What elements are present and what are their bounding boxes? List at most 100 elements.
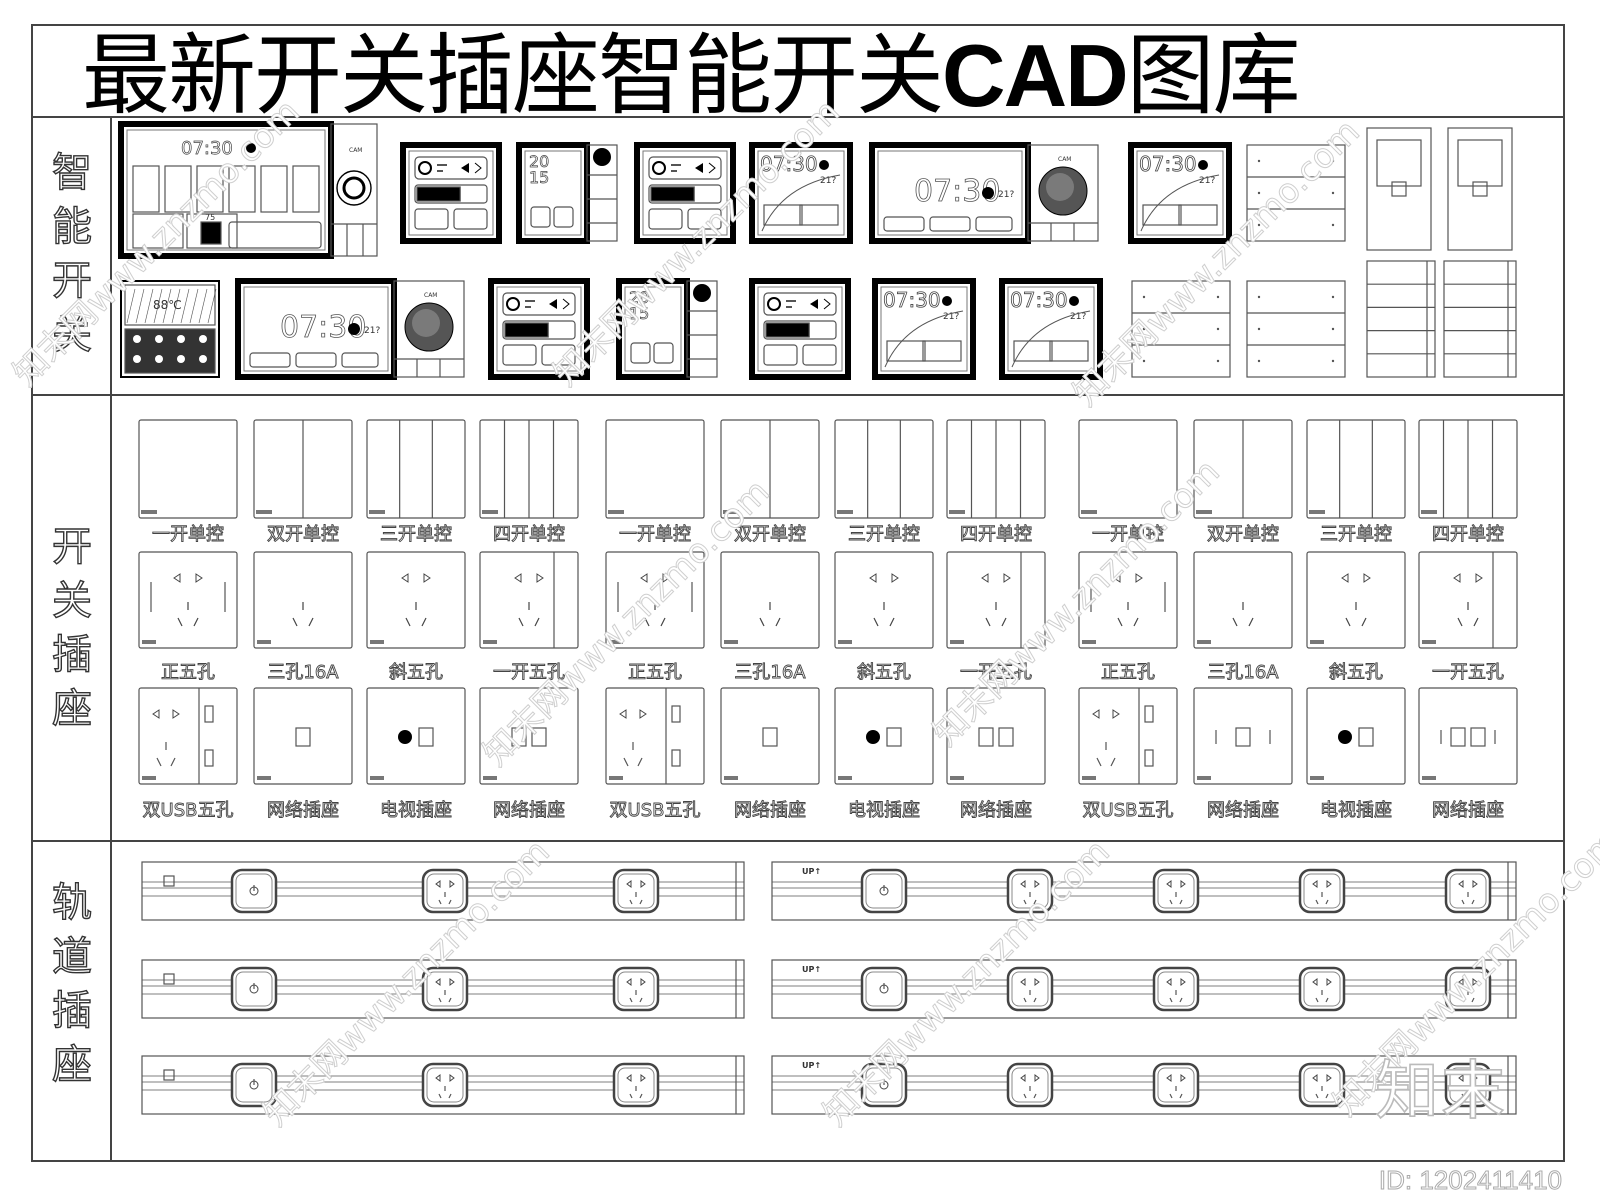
network-socket: [1306, 687, 1406, 785]
usb-port: [671, 749, 681, 767]
two-pin-left: [981, 573, 989, 583]
slider: [228, 221, 322, 249]
button: [249, 352, 291, 368]
two-pin-left: [401, 573, 409, 583]
usb-port: [671, 705, 681, 723]
key-strip: [1246, 280, 1346, 378]
mode-block: [132, 213, 184, 249]
button: [922, 340, 962, 362]
socket-label: 双USB五孔: [609, 800, 701, 822]
temp-text: 21?: [943, 312, 959, 322]
socket-label: 正五孔: [628, 662, 683, 684]
date-bottom: 15: [629, 304, 649, 323]
sun-icon: [348, 323, 360, 335]
control-row: [763, 292, 837, 316]
brand-logo: 知末: [1374, 1054, 1507, 1130]
side-keys: [686, 280, 718, 378]
knob-icon: [336, 170, 372, 206]
two-pin-right: [195, 573, 203, 583]
slider-fill: [650, 186, 695, 202]
knob-housing: [1027, 144, 1099, 242]
socket-panel: [946, 551, 1046, 649]
sun-icon: [246, 143, 256, 153]
socket-panel: [834, 551, 934, 649]
thermo-text: 88℃: [153, 298, 182, 312]
socket-module: [612, 868, 660, 914]
sun-icon: [1069, 296, 1079, 306]
socket-panel: [720, 551, 820, 649]
slider: [975, 216, 1013, 232]
button: [502, 344, 537, 366]
socket-label: 网络插座: [267, 800, 340, 822]
socket-module: [1006, 966, 1054, 1012]
slider-fill: [504, 322, 549, 338]
switch-panel: [834, 419, 934, 519]
up-label: UP↑: [802, 867, 821, 876]
usb-socket: [138, 687, 238, 785]
button: [630, 342, 651, 364]
socket-label: 三孔16A: [267, 662, 339, 684]
power-icon: [767, 297, 781, 311]
switch-panel: [366, 419, 466, 519]
socket-panel: [479, 551, 579, 649]
display: [1376, 139, 1422, 187]
clock-text: 07:30: [914, 174, 1000, 209]
button: [1142, 204, 1182, 226]
socket-label: 电视插座: [1320, 800, 1393, 822]
sensor: [1391, 181, 1407, 197]
switch-panel: [138, 419, 238, 519]
switch-label: 三开单控: [848, 524, 921, 546]
right-arrow-icon: [823, 298, 831, 310]
sun-icon: [942, 296, 952, 306]
switch-label: 一开单控: [619, 524, 692, 546]
scene-icon: [133, 355, 141, 363]
key-strip: [1131, 280, 1231, 378]
sensor: [1472, 181, 1488, 197]
switch-label: 四开单控: [1432, 524, 1505, 546]
socket-module: [1152, 868, 1200, 914]
temp-text: 21?: [820, 176, 836, 186]
slider: [502, 320, 576, 340]
clock-text: 07:30: [1139, 152, 1197, 176]
button: [763, 344, 798, 366]
socket-panel: [253, 551, 353, 649]
temp-text: 21?: [1199, 176, 1215, 186]
section-divider-2: [31, 840, 1565, 842]
socket-label: 三孔16A: [1207, 662, 1279, 684]
rail-track: [141, 861, 745, 921]
left-arrow-icon: [461, 163, 469, 173]
scene-icon: [155, 355, 163, 363]
button: [1013, 340, 1053, 362]
socket-module: [421, 868, 469, 914]
socket-label: 网络插座: [1207, 800, 1280, 822]
socket-module: [1298, 1062, 1346, 1108]
section-label-rail-socket: 轨道插座: [51, 879, 92, 1088]
button: [541, 344, 576, 366]
two-pin-left: [640, 573, 648, 583]
usb-port: [1144, 749, 1154, 767]
mode-block: [186, 213, 238, 249]
switch-panel: [605, 419, 705, 519]
socket-label: 一开五孔: [1432, 662, 1505, 684]
clock-text: 07:30: [760, 152, 818, 176]
control-row: [648, 156, 722, 180]
power-icon: [506, 297, 520, 311]
coax-port: [398, 730, 412, 744]
two-pin-left: [869, 573, 877, 583]
socket-label: 斜五孔: [1329, 662, 1384, 684]
rj45-port: [886, 727, 902, 747]
rj45-port: [762, 727, 778, 747]
key-strip: [1246, 144, 1346, 242]
rail-end-cap: [163, 1069, 175, 1081]
two-pin-left: [1453, 573, 1461, 583]
switch-label: 四开单控: [493, 524, 566, 546]
network-socket: [946, 687, 1046, 785]
scene-icon: [199, 355, 207, 363]
two-pin-left: [173, 573, 181, 583]
side-keys: [586, 144, 618, 242]
two-pin-right: [891, 573, 899, 583]
scene-icon: [177, 335, 185, 343]
socket-label: 正五孔: [1101, 662, 1156, 684]
section-label-switch-socket: 开关插座: [51, 523, 92, 732]
cam-label: CAM: [349, 147, 362, 154]
